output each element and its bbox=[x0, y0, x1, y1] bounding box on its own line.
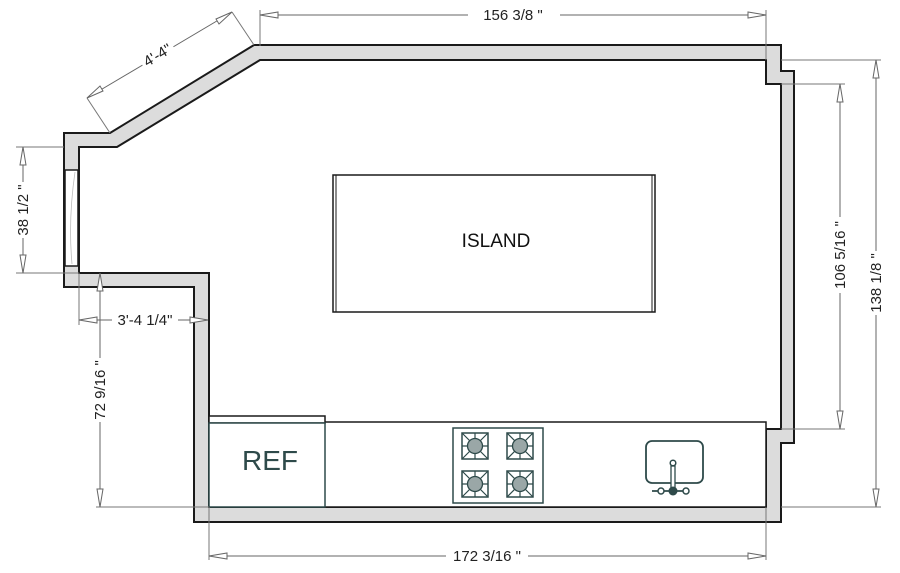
svg-text:138 1/8 ": 138 1/8 " bbox=[868, 253, 885, 313]
svg-text:38 1/2 ": 38 1/2 " bbox=[15, 184, 32, 235]
burner-icon bbox=[461, 470, 489, 498]
svg-text:106 5/16 ": 106 5/16 " bbox=[832, 221, 849, 289]
dimension-top-width: 156 3/8 " bbox=[259, 5, 767, 60]
svg-text:3'-4 1/4": 3'-4 1/4" bbox=[118, 312, 173, 329]
dimension-left-lower-height: 72 9/16 " bbox=[91, 272, 209, 508]
dimension-window-height: 38 1/2 " bbox=[14, 146, 79, 274]
cooktop bbox=[452, 427, 544, 504]
dimension-angled-wall: 4'-4" bbox=[86, 11, 255, 134]
dimension-bottom-width: 172 3/16 " bbox=[208, 507, 767, 565]
dimension-right-total-height: 138 1/8 " bbox=[781, 59, 885, 508]
window-icon bbox=[64, 169, 79, 267]
refrigerator: REF bbox=[208, 415, 326, 508]
ref-label: REF bbox=[242, 445, 298, 476]
svg-text:72 9/16 ": 72 9/16 " bbox=[92, 360, 109, 420]
burner-icon bbox=[506, 432, 534, 460]
svg-text:156 3/8 ": 156 3/8 " bbox=[483, 7, 543, 24]
dimension-left-offset: 3'-4 1/4" bbox=[78, 273, 209, 329]
island: ISLAND bbox=[332, 174, 656, 313]
sink-icon bbox=[645, 440, 704, 496]
dimension-right-inner-height: 106 5/16 " bbox=[781, 83, 849, 430]
burner-icon bbox=[461, 432, 489, 460]
island-label: ISLAND bbox=[462, 231, 531, 252]
svg-text:172 3/16 ": 172 3/16 " bbox=[453, 548, 521, 565]
burner-icon bbox=[506, 470, 534, 498]
